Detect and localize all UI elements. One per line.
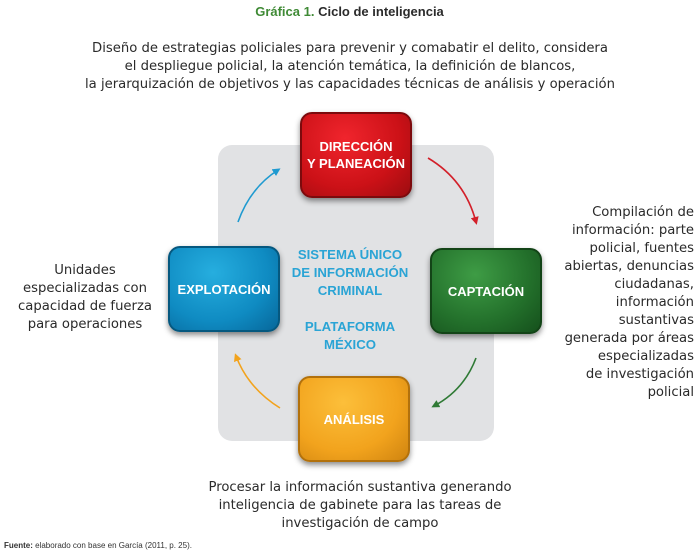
left-description-line: Unidades [54, 263, 116, 278]
box-capture-label: CAPTACIÓN [447, 283, 525, 299]
center-system-line: CRIMINAL [317, 283, 383, 298]
box-direction-planning: DIRECCIÓN Y PLANEACIÓN [300, 112, 412, 198]
box-direction-label-2: Y PLANEACIÓN [307, 156, 405, 171]
box-exploitation-label: EXPLOTACIÓN [177, 281, 271, 297]
arrow-direction-to-capture [427, 157, 479, 225]
center-system-text: SISTEMA ÚNICO DE INFORMACIÓN CRIMINAL [280, 246, 420, 300]
bottom-description-line: investigación de campo [281, 516, 439, 531]
bottom-description-line: inteligencia de gabinete para las tareas… [218, 498, 502, 513]
center-platform-line: MÉXICO [323, 337, 377, 352]
left-description-line: capacidad de fuerza [18, 299, 152, 314]
box-analysis: ANÁLISIS [298, 376, 410, 462]
right-description-line: policial, fuentes [589, 241, 694, 256]
source-label: Fuente: [4, 541, 33, 550]
right-description-line: generada por áreas [564, 331, 694, 346]
center-platform-text: PLATAFORMA MÉXICO [280, 318, 420, 354]
top-description-line: Diseño de estrategias policiales para pr… [92, 41, 608, 56]
center-system-line: DE INFORMACIÓN [291, 265, 409, 280]
figure-number: Gráfica 1. [255, 4, 315, 19]
left-description-line: para operaciones [27, 317, 143, 332]
right-description-line: información: parte [572, 223, 694, 238]
box-analysis-label: ANÁLISIS [323, 411, 385, 427]
right-description-line: sustantivas [618, 313, 694, 328]
figure-title-text: Ciclo de inteligencia [318, 4, 444, 19]
right-description-line: de investigación [585, 367, 694, 382]
top-description-line: la jerarquización de objetivos y las cap… [85, 77, 615, 92]
source-note: Fuente: elaborado con base en García (20… [4, 541, 192, 550]
right-description-line: abiertas, denuncias [564, 259, 694, 274]
box-exploitation: EXPLOTACIÓN [168, 246, 280, 332]
source-text: elaborado con base en García (2011, p. 2… [32, 541, 192, 550]
right-description-line: ciudadanas, [614, 277, 694, 292]
left-description: Unidades especializadas con capacidad de… [10, 262, 160, 334]
figure-title: Gráfica 1. Ciclo de inteligencia [0, 4, 699, 19]
center-platform-line: PLATAFORMA [304, 319, 396, 334]
right-description-line: Compilación de [592, 205, 694, 220]
arrow-analysis-to-exploitation [234, 353, 281, 409]
arrow-exploitation-to-direction [237, 168, 281, 223]
top-description: Diseño de estrategias policiales para pr… [60, 40, 640, 94]
right-description-line: información [615, 295, 694, 310]
right-description-line: especializadas [597, 349, 694, 364]
box-direction-label-1: DIRECCIÓN [319, 139, 393, 154]
bottom-description-line: Procesar la información sustantiva gener… [208, 480, 512, 495]
top-description-line: el despliegue policial, la atención temá… [124, 59, 576, 74]
center-system-line: SISTEMA ÚNICO [297, 247, 403, 262]
right-description-line: policial [647, 385, 694, 400]
arrow-capture-to-analysis [431, 357, 477, 408]
box-capture: CAPTACIÓN [430, 248, 542, 334]
bottom-description: Procesar la información sustantiva gener… [180, 479, 540, 533]
left-description-line: especializadas con [23, 281, 147, 296]
right-description: Compilación de información: parte polici… [558, 204, 694, 402]
